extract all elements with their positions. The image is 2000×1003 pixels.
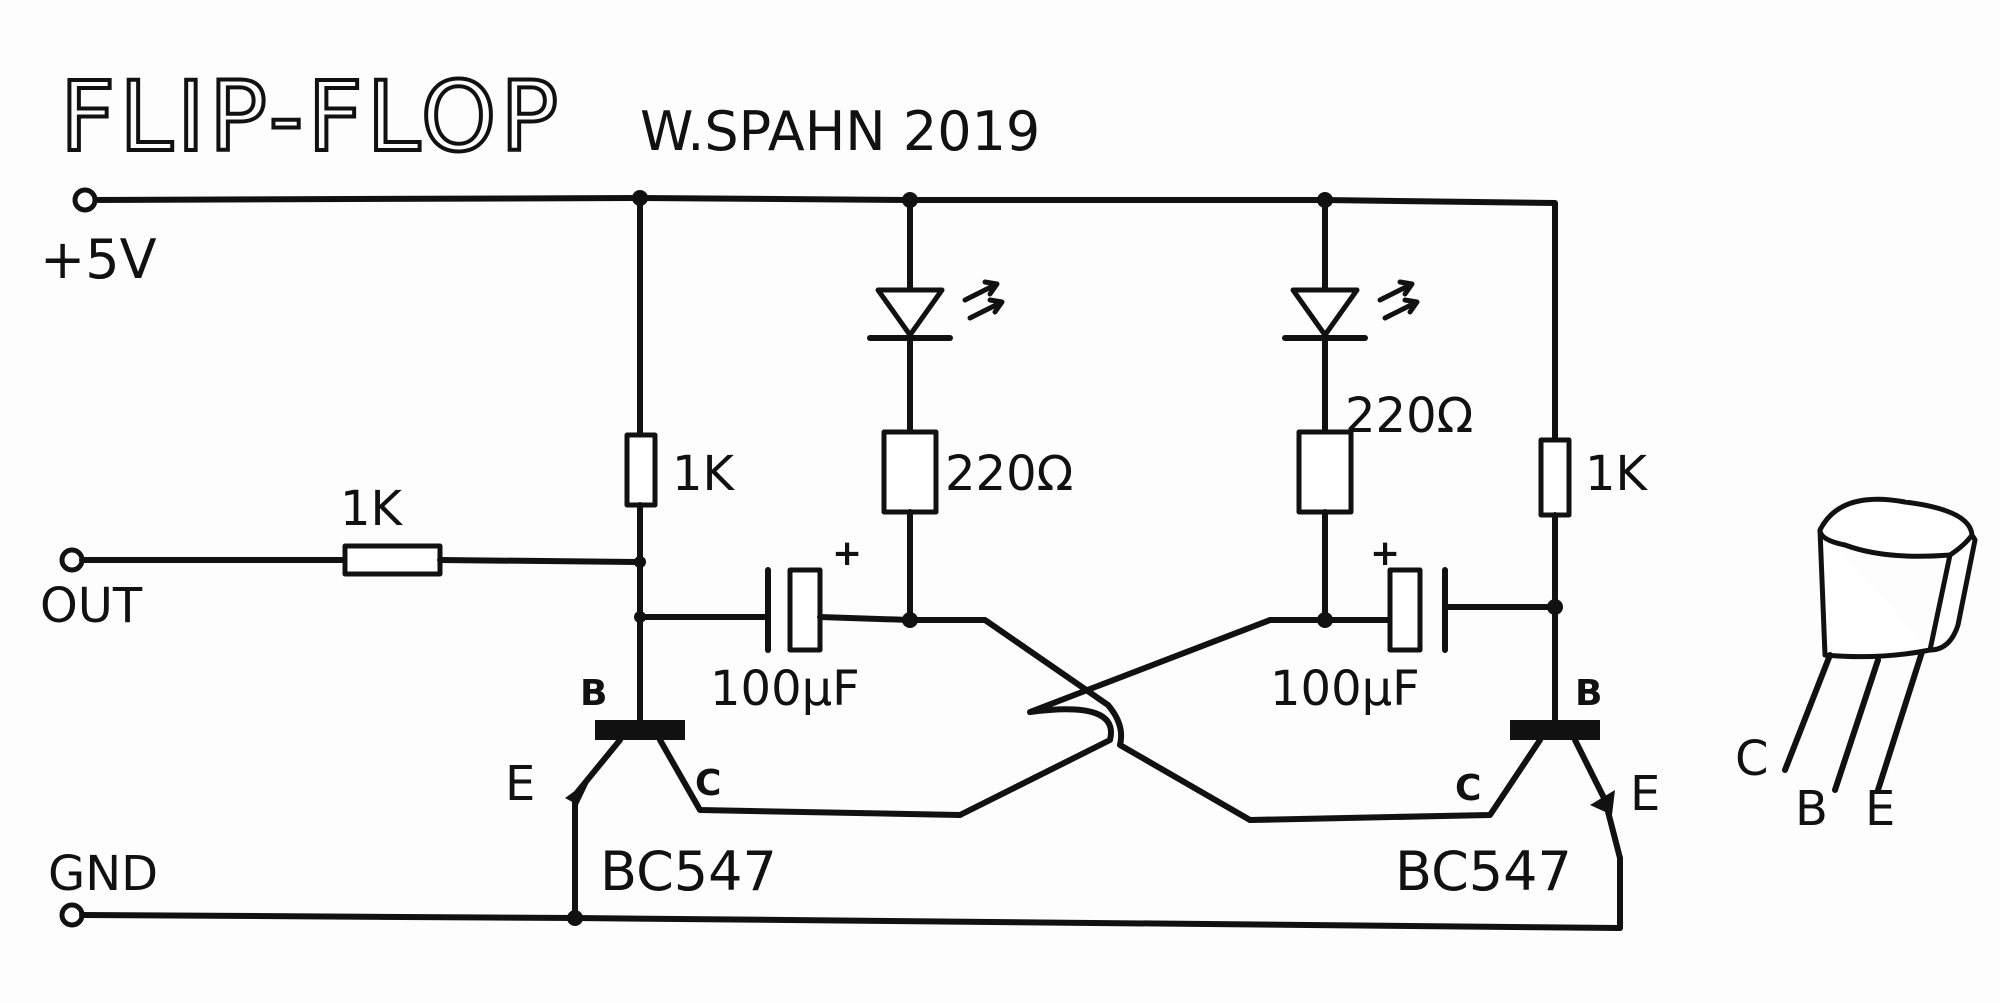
vcc-label: +5V xyxy=(40,228,157,291)
resistor-right-220 xyxy=(1296,429,1354,515)
wire-cross-left-to-right xyxy=(907,617,1253,823)
cap-left-body xyxy=(787,567,823,653)
junction-dot xyxy=(634,556,646,568)
transistor-right-base-bar xyxy=(1510,720,1600,740)
vcc-rail xyxy=(82,195,1558,443)
junction-dot xyxy=(567,910,583,926)
resistor-left-1k-label: 1K xyxy=(672,446,736,502)
cap-left-label: 100µF xyxy=(710,661,860,717)
cap-right-label: 100µF xyxy=(1270,661,1420,717)
left-pin-e: E xyxy=(505,756,535,812)
led-light-arrow-icon xyxy=(1377,279,1415,303)
cap-left-plus: + xyxy=(832,533,862,574)
wire-right-emitter-gnd xyxy=(1602,797,1623,931)
cap-right-body xyxy=(1387,567,1423,653)
vcc-terminal[interactable] xyxy=(72,187,98,213)
resistor-left-1k xyxy=(624,432,658,508)
package-pin-c: C xyxy=(1735,731,1769,787)
led-right-icon xyxy=(1290,287,1360,338)
wire-cap-left-b xyxy=(817,614,913,623)
cap-right-plus: + xyxy=(1370,533,1400,574)
right-pin-c: C xyxy=(1455,768,1481,809)
author-credit: W.SPAHN 2019 xyxy=(640,100,1040,163)
led-left-icon xyxy=(875,287,945,338)
right-pin-b: B xyxy=(1575,673,1602,714)
package-pin-b: B xyxy=(1795,781,1828,837)
resistor-out-1k xyxy=(342,543,443,577)
transistor-left-label: BC547 xyxy=(600,840,777,903)
right-pin-e: E xyxy=(1630,766,1660,822)
led-light-arrow-icon xyxy=(967,297,1005,321)
emitter-arrow-icon xyxy=(565,780,590,805)
resistor-right-1k-label: 1K xyxy=(1585,446,1649,502)
resistor-right-1k xyxy=(1538,437,1572,518)
transistor-left-base-bar xyxy=(595,720,685,740)
led-light-arrow-icon xyxy=(962,279,1000,303)
out-label: OUT xyxy=(40,578,143,634)
resistor-left-220 xyxy=(881,429,939,515)
transistor-left-collector xyxy=(657,737,963,818)
transistor-right-label: BC547 xyxy=(1395,840,1572,903)
left-pin-c: C xyxy=(695,763,721,804)
transistor-right-collector xyxy=(1247,737,1543,823)
resistor-out-label: 1K xyxy=(340,481,404,537)
diagram-title: FLIP-FLOP xyxy=(60,61,562,173)
wire-out-right xyxy=(437,557,643,565)
package-pin-e: E xyxy=(1865,781,1895,837)
wire-cross-right-to-left xyxy=(957,617,1273,818)
transistor-right-emitter xyxy=(1572,737,1608,803)
gnd-label: GND xyxy=(48,846,158,902)
to92-package-icon xyxy=(1782,496,1978,793)
gnd-rail xyxy=(79,912,1623,931)
left-pin-b: B xyxy=(580,673,607,714)
junction-dot xyxy=(1547,599,1563,615)
resistor-left-220-label: 220Ω xyxy=(945,446,1073,502)
resistor-right-220-label: 220Ω xyxy=(1345,388,1473,444)
led-light-arrow-icon xyxy=(1382,297,1420,321)
